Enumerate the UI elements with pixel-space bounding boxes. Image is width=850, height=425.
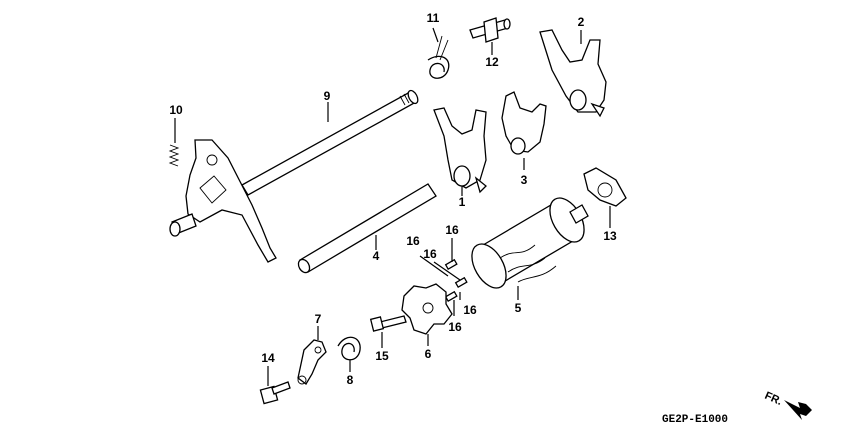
callout-10: 10	[169, 103, 183, 117]
part-5-shift-drum	[471, 197, 589, 300]
part-10-spring	[168, 118, 180, 167]
callout-16: 16	[423, 247, 437, 261]
callout-16: 16	[445, 223, 459, 237]
part-6-drum-center	[401, 283, 453, 346]
callout-16: 16	[463, 303, 477, 317]
part-9-gearshift-spindle	[169, 89, 419, 263]
callout-4: 4	[373, 249, 380, 263]
callout-2: 2	[578, 15, 585, 29]
diagram-code: GE2P-E1000	[662, 414, 728, 425]
callout-1: 1	[459, 195, 466, 209]
callout-13: 13	[603, 229, 617, 243]
part-14-bolt	[259, 366, 291, 405]
front-label: FR.	[763, 390, 784, 408]
part-15-bolt	[369, 315, 407, 348]
callout-16: 16	[448, 320, 462, 334]
callout-7: 7	[315, 312, 322, 326]
part-3-shift-fork	[501, 91, 547, 170]
part-7-stopper-arm	[297, 326, 327, 385]
part-1-shift-fork	[433, 107, 487, 196]
part-16-pins	[419, 238, 468, 316]
callout-9: 9	[324, 89, 331, 103]
part-8-spring	[337, 336, 361, 372]
callout-16: 16	[406, 234, 420, 248]
part-2-shift-fork	[539, 29, 607, 118]
part-12-pin-bolt	[469, 17, 511, 55]
callout-6: 6	[425, 347, 432, 361]
front-direction-arrow: FR.	[763, 390, 812, 420]
callout-3: 3	[521, 173, 528, 187]
callout-14: 14	[261, 351, 275, 365]
callout-12: 12	[485, 55, 499, 69]
part-4-fork-shaft	[297, 183, 437, 274]
part-13-set-plate	[583, 167, 627, 228]
callout-15: 15	[375, 349, 389, 363]
callout-8: 8	[347, 373, 354, 387]
part-11-spring	[427, 27, 450, 79]
callout-11: 11	[427, 11, 440, 25]
callout-5: 5	[515, 301, 522, 315]
